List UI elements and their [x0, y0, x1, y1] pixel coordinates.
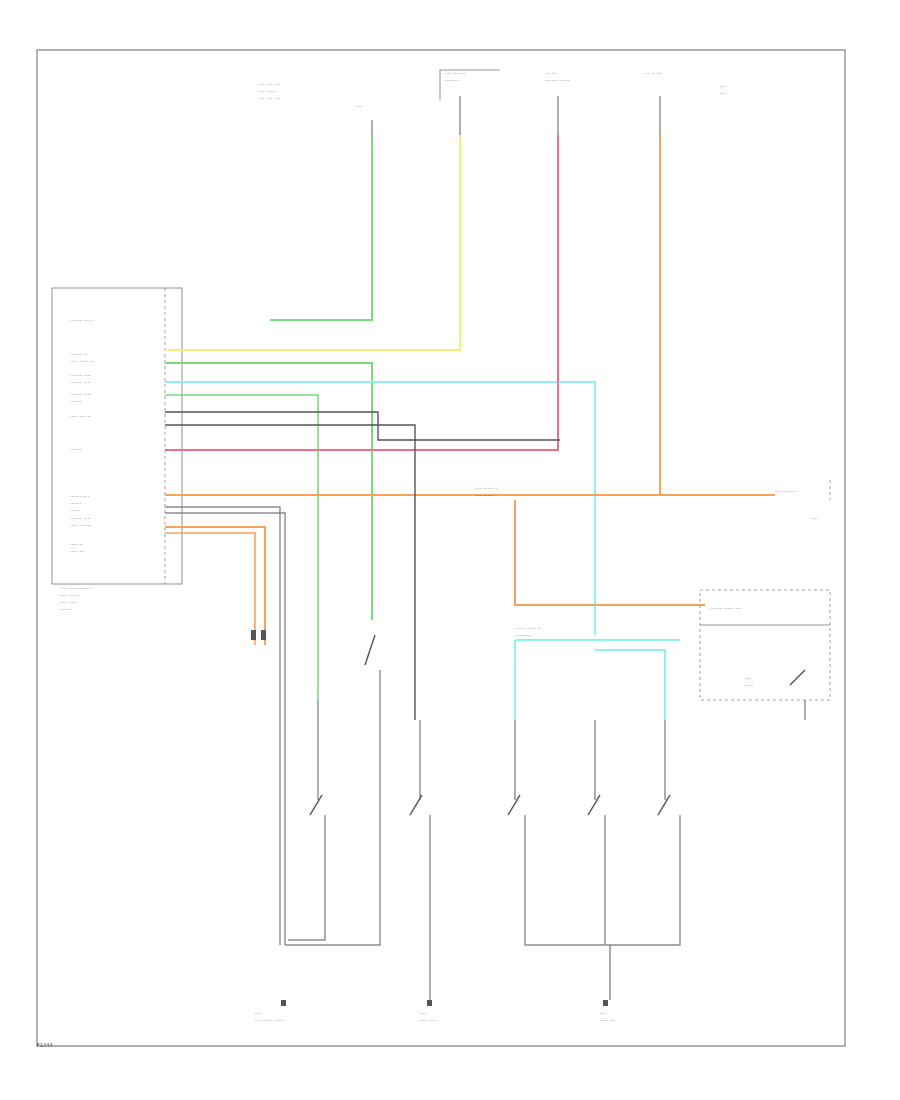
svg-text:······· ····: ······· ····: [70, 494, 89, 500]
gray-wire-ground-left: [285, 700, 381, 946]
figure-code: F1444: [37, 1043, 53, 1049]
svg-text:··· ·· ····: ··· ·· ····: [645, 71, 663, 77]
svg-text:···· ···· ····: ···· ···· ····: [258, 96, 281, 102]
svg-text:············: ············: [475, 493, 494, 499]
svg-text:········ ··: ········ ··: [70, 352, 88, 358]
svg-text:·······: ·······: [70, 447, 82, 453]
svg-text:··········: ··········: [515, 633, 531, 639]
switch-right-3: [657, 720, 681, 840]
svg-text:····: ····: [745, 676, 752, 682]
yellow-wire: [165, 135, 461, 351]
svg-text:····: ····: [600, 1011, 607, 1017]
svg-text:···· ······ ···: ···· ······ ···: [70, 359, 94, 365]
right-dashed-module: ········ ······ ···· ···· ····· ····· ··…: [699, 480, 831, 720]
svg-text:···· ······· ·····: ···· ······· ·····: [255, 1018, 284, 1024]
switch-mid: [409, 720, 431, 840]
svg-text:···· ······: ···· ······: [258, 89, 276, 95]
svg-text:···· ········: ···· ········: [70, 523, 91, 529]
svg-text:········ ····: ········ ····: [70, 516, 91, 522]
top-source-fuse-1: ···· ········ ·········: [439, 69, 500, 135]
gray-wire-bat-2: [165, 506, 281, 945]
switch-right-1: [507, 720, 526, 840]
svg-text:········ ····: ········ ····: [70, 373, 91, 379]
green-wire-switch: [165, 362, 373, 620]
switch-center: [364, 634, 381, 700]
svg-text:···· ······ ··: ···· ······ ··: [475, 486, 498, 492]
switch-right-2: [587, 720, 606, 840]
orange-wire-branch: [514, 500, 705, 606]
svg-text:····: ····: [255, 1011, 262, 1017]
green-wire-2: [165, 394, 319, 700]
gray-wire-bat: [165, 512, 286, 945]
pins: [251, 630, 608, 1006]
svg-text:·········: ·········: [445, 78, 460, 84]
top-source-sensor: ···· ···· ···· ···· ······ ···· ···· ···…: [258, 82, 373, 135]
svg-text:····· ······: ····· ······: [60, 593, 79, 599]
svg-text:····: ····: [720, 84, 727, 90]
control-module: ···· ······· ······ ····· ······ ···· ··…: [51, 287, 183, 613]
svg-text:········ ··· ··: ········ ··· ··: [70, 318, 94, 324]
svg-text:········ ······ ····: ········ ······ ····: [710, 606, 742, 612]
cyan-wire-4: [595, 649, 666, 720]
orange-wire-down: [165, 526, 266, 645]
svg-text:·······: ·······: [70, 501, 82, 507]
orange-wire-down-2: [165, 532, 256, 645]
gray-wire-ground-left-2: [288, 840, 326, 941]
svg-text:·····: ·····: [355, 104, 363, 110]
svg-text:········ ····: ········ ····: [70, 392, 91, 398]
svg-text:·······: ·······: [70, 399, 82, 405]
svg-text:····· ····: ····· ····: [420, 1018, 436, 1024]
svg-text:········ ····: ········ ····: [70, 380, 91, 386]
svg-text:······: ······: [70, 508, 80, 514]
svg-text:····· ·······: ····· ·······: [775, 489, 796, 495]
svg-text:·····: ·····: [745, 683, 753, 689]
svg-text:···· ········: ···· ········: [445, 71, 466, 77]
svg-text:·····: ·····: [810, 516, 818, 522]
svg-text:··· ····: ··· ····: [545, 71, 558, 77]
orange-wire-main: [165, 135, 661, 496]
svg-text:···· ···· ····: ···· ···· ····: [258, 82, 281, 88]
gray-wire-right-ground-2: [610, 840, 681, 946]
gray-wire-right-ground: [524, 840, 611, 1000]
svg-text:···· ····: ···· ····: [70, 549, 85, 555]
svg-text:·······: ·······: [60, 607, 72, 613]
svg-text:······ ······ ··: ······ ······ ··: [515, 626, 541, 632]
svg-text:···· ······: ···· ······: [60, 600, 78, 606]
svg-text:···· ······· ······: ···· ······· ······: [60, 586, 91, 592]
svg-text:········: ········: [70, 542, 83, 548]
top-source-fuse-3: ··· ·· ···· ···· ····: [645, 71, 727, 135]
svg-text:····· ····: ····· ····: [600, 1018, 616, 1024]
svg-text:········ ·······: ········ ·······: [545, 78, 571, 84]
switch-left: [309, 700, 326, 840]
diagram-frame: [36, 49, 846, 1047]
pink-wire: [165, 135, 559, 451]
svg-text:····: ····: [720, 91, 727, 97]
cyan-wire: [165, 381, 596, 635]
svg-text:····: ····: [420, 1011, 427, 1017]
black-wire-1: [165, 411, 560, 441]
svg-text:···· ···· ···: ···· ···· ···: [70, 414, 91, 420]
top-source-fuse-2: ··· ···· ········ ·······: [545, 71, 571, 135]
green-wire-sensor: [270, 135, 373, 321]
black-wire-2: [165, 424, 416, 720]
